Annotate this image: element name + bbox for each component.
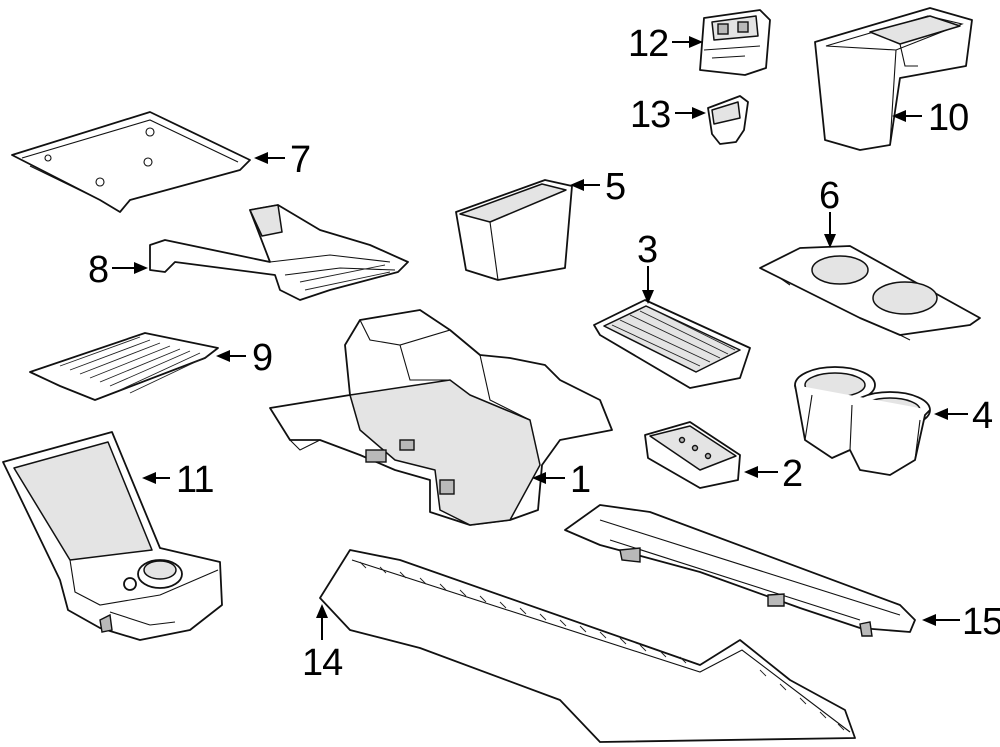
- part-7-tray-panel: [11, 111, 251, 213]
- callout-10: 10: [928, 97, 968, 139]
- leaders: [112, 36, 968, 640]
- part-13-connector: [707, 95, 749, 145]
- callout-5: 5: [605, 166, 625, 208]
- callout-15: 15: [962, 601, 1000, 643]
- callout-7: 7: [290, 139, 310, 181]
- callout-14: 14: [302, 642, 343, 684]
- callout-11: 11: [176, 459, 213, 501]
- part-12-switch: [699, 9, 771, 76]
- callouts: 1 2 3 4 5 6 7 8 9 10 11 12 13 14 15: [88, 23, 1000, 684]
- callout-13: 13: [630, 94, 670, 136]
- part-5-small-bin: [455, 179, 573, 281]
- part-8-bracket: [149, 204, 409, 301]
- part-3-ribbed-tray: [593, 299, 751, 389]
- callout-2: 2: [782, 453, 802, 495]
- callout-8: 8: [88, 249, 108, 291]
- part-6-trim-plate: [759, 245, 981, 341]
- callout-6: 6: [819, 175, 839, 217]
- part-2-module: [644, 421, 741, 489]
- part-14-side-panel: [319, 549, 856, 743]
- callout-4: 4: [972, 395, 993, 437]
- callout-3: 3: [637, 229, 657, 271]
- callout-12: 12: [628, 23, 668, 65]
- callout-9: 9: [252, 337, 272, 379]
- part-15-side-trim: [564, 504, 916, 637]
- part-11-shifter-bezel: [2, 431, 223, 641]
- part-9-ribbed-mat: [29, 332, 219, 401]
- part-1-console-frame: [269, 309, 613, 526]
- callout-1: 1: [570, 459, 590, 501]
- part-10-storage-bin: [814, 7, 973, 151]
- part-4-cup-holder: [794, 366, 931, 476]
